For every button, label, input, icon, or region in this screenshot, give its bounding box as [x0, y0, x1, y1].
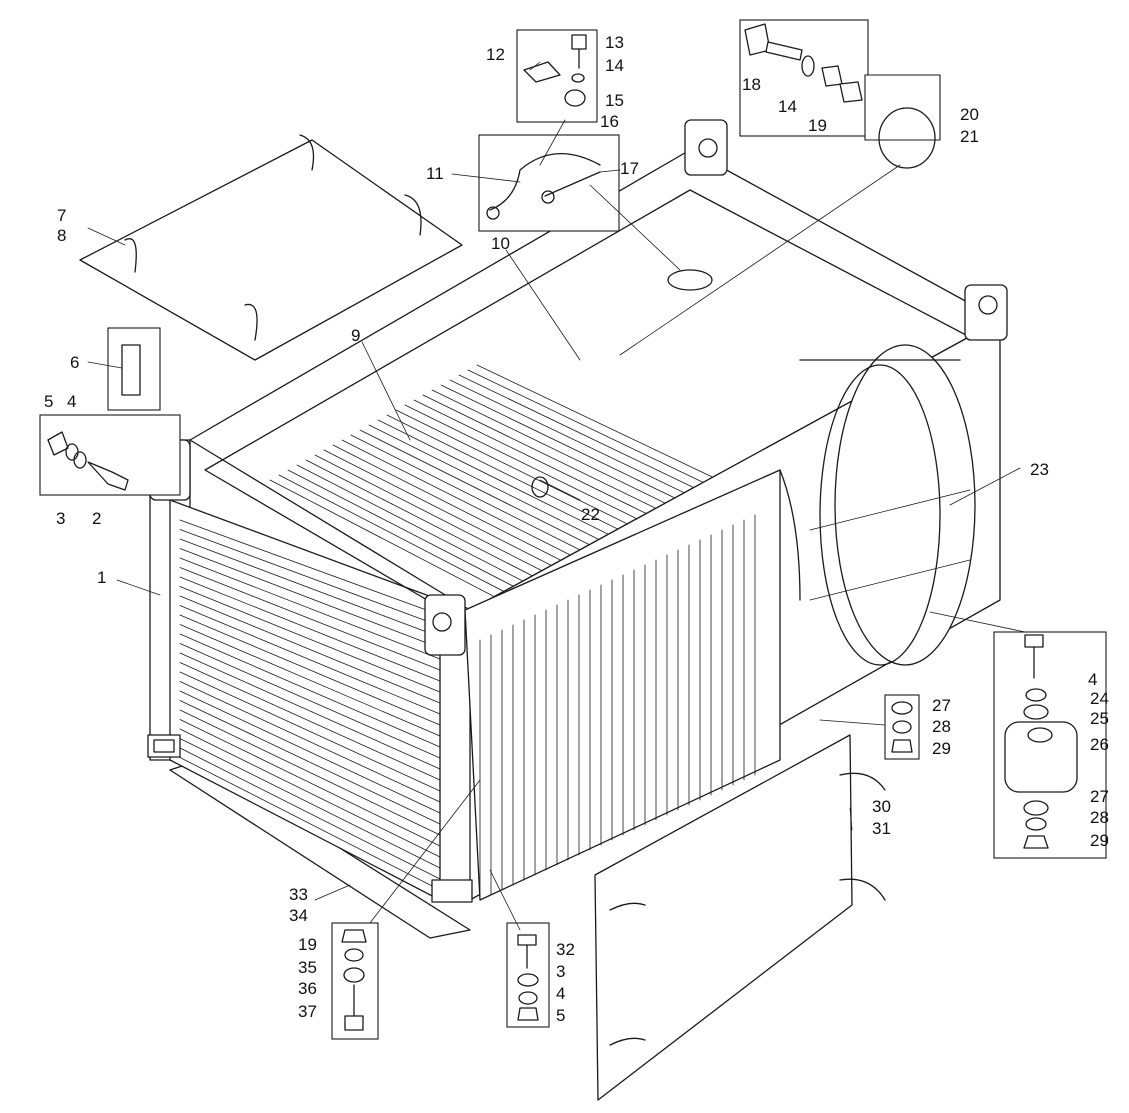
callout-17: 17 — [620, 159, 639, 178]
callout-3b: 3 — [556, 962, 565, 981]
callout-labels: 1234567891011121314151617181419202122234… — [44, 33, 1109, 1025]
callout-4c: 4 — [556, 984, 565, 1003]
callout-16: 16 — [600, 112, 619, 131]
callout-22: 22 — [581, 505, 600, 524]
detail-box-3-32 — [506, 922, 550, 1028]
callout-9: 9 — [351, 326, 360, 345]
callout-19: 19 — [808, 116, 827, 135]
callout-1: 1 — [97, 568, 106, 587]
callout-35: 35 — [298, 958, 317, 977]
callout-28b: 28 — [932, 717, 951, 736]
callout-19b: 19 — [298, 935, 317, 954]
callout-24: 24 — [1090, 689, 1109, 708]
callout-37: 37 — [298, 1002, 317, 1021]
callout-13: 13 — [605, 33, 624, 52]
callout-20: 20 — [960, 105, 979, 124]
callout-11: 11 — [426, 164, 444, 183]
callout-2: 2 — [92, 509, 101, 528]
callout-25: 25 — [1090, 709, 1109, 728]
callout-18: 18 — [742, 75, 761, 94]
callout-28: 28 — [1090, 808, 1109, 827]
detail-box-20-21 — [864, 74, 941, 141]
callout-3: 3 — [56, 509, 65, 528]
callout-5b: 5 — [556, 1006, 565, 1025]
callout-27b: 27 — [932, 696, 951, 715]
callout-4b: 4 — [1088, 670, 1097, 689]
callout-10: 10 — [491, 234, 510, 253]
callout-4: 4 — [67, 392, 76, 411]
detail-box-19-37 — [331, 922, 379, 1040]
callout-36: 36 — [298, 979, 317, 998]
callout-12: 12 — [486, 45, 505, 64]
callout-21: 21 — [960, 127, 979, 146]
callout-5: 5 — [44, 392, 53, 411]
top-cover-panel — [79, 134, 463, 361]
callout-30: 30 — [872, 797, 891, 816]
callout-27: 27 — [1090, 787, 1109, 806]
callout-6: 6 — [70, 353, 79, 372]
callout-7: 7 — [57, 206, 66, 225]
callout-14b: 14 — [778, 97, 797, 116]
callout-15: 15 — [605, 91, 624, 110]
detail-box-6 — [107, 327, 161, 411]
callout-32: 32 — [556, 940, 575, 959]
callout-34: 34 — [289, 906, 308, 925]
callout-33: 33 — [289, 885, 308, 904]
left-radiator-panel — [147, 439, 441, 901]
detail-box-11-17 — [478, 134, 620, 232]
detail-boxes — [39, 19, 1107, 1040]
callout-8: 8 — [57, 226, 66, 245]
right-door-panel — [594, 734, 886, 1101]
callout-29b: 29 — [932, 739, 951, 758]
detail-box-27-29 — [884, 694, 920, 760]
leader-lines — [87, 61, 1026, 931]
callout-26: 26 — [1090, 735, 1109, 754]
callout-23: 23 — [1030, 460, 1049, 479]
callout-14: 14 — [605, 56, 624, 75]
callout-31: 31 — [872, 819, 891, 838]
fan-shroud-cylinder — [667, 269, 976, 666]
callout-29: 29 — [1090, 831, 1109, 850]
